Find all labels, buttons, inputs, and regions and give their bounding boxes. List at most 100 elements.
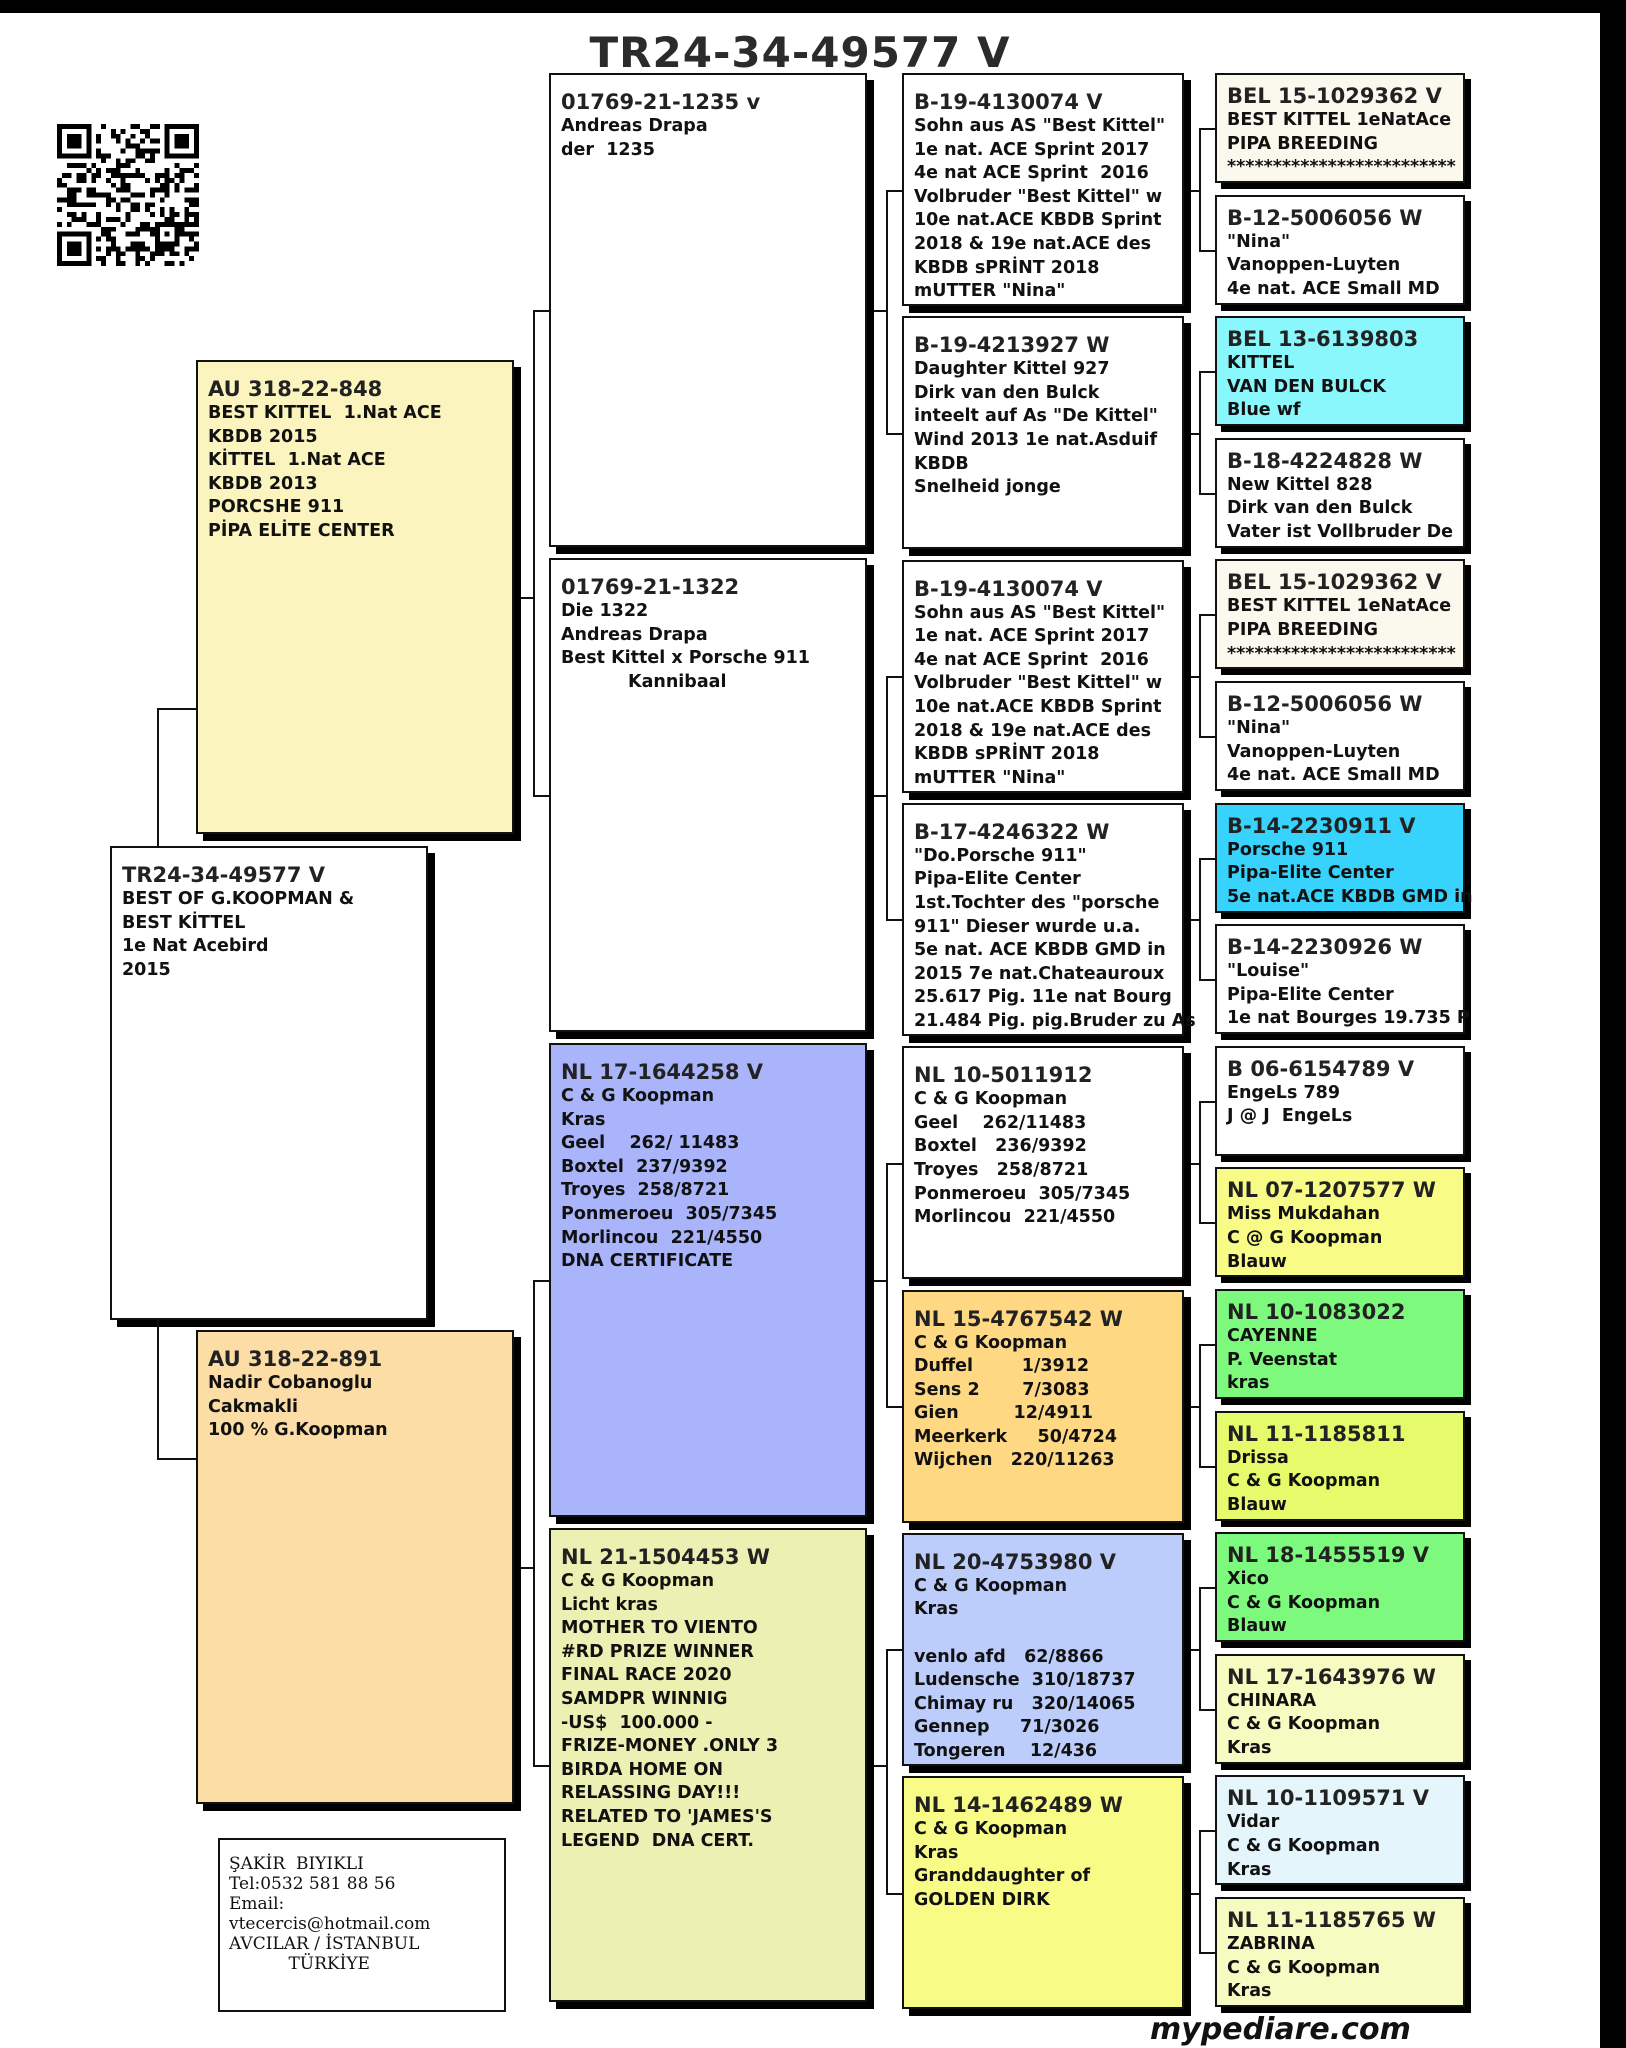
ring-number: BEL 15-1029362 V [1227, 84, 1442, 108]
connector-line [521, 1567, 533, 1569]
connector-line [1199, 1344, 1215, 1346]
pigeon-info-line: Morlincou 221/4550 [561, 1227, 763, 1248]
connector-line [1199, 371, 1201, 495]
pigeon-info-line: KİTTEL 1.Nat ACE [208, 450, 386, 471]
pigeon-info-line: Sohn aus AS "Best Kittel" [914, 116, 1166, 136]
pigeon-info-line: Porsche 911 [1227, 839, 1349, 860]
ring-number: NL 10-1083022 [1227, 1300, 1406, 1324]
pigeon-info-line: CAYENNE [1227, 1326, 1318, 1346]
pigeon-info-line: J @ J EngeLs [1227, 1106, 1353, 1127]
pigeon-info-line: BIRDA HOME ON [561, 1759, 723, 1780]
connector-line [1199, 1708, 1215, 1711]
pigeon-info-line: KBDB 2015 [208, 426, 318, 447]
pigeon-info-line: "Louise" [1227, 961, 1310, 982]
connector-line [533, 1765, 549, 1767]
pigeon-info-line: C & G Koopman [1227, 1471, 1381, 1492]
contact-card: ŞAKİR BIYIKLI Tel:0532 581 88 56 Email: … [218, 1838, 506, 2012]
page-title: TR24-34-49577 V [589, 28, 1011, 77]
connector-line [1199, 1100, 1201, 1225]
connector-line [886, 189, 888, 435]
connector-line [1199, 1100, 1215, 1103]
pigeon-info-line: PİPA ELİTE CENTER [208, 520, 395, 541]
pigeon-info-line: BEST KITTEL 1eNatAce [1227, 596, 1452, 617]
pigeon-info-line: KBDB sPRİNT 2018 [914, 744, 1100, 765]
pigeon-info-line [914, 1622, 1172, 1646]
pigeon-info-line: Kras [914, 1842, 959, 1863]
pigeon-info-line: BEST KITTEL 1.Nat ACE [208, 403, 442, 423]
pigeon-info-line: 21.484 Pig. pig.Bruder zu As [914, 1011, 1196, 1032]
pigeon-info-line: #RD PRIZE WINNER [561, 1641, 754, 1662]
pigeon-info-line: Kras [914, 1599, 959, 1620]
pigeon-info-line: Best Kittel x Porsche 911 [561, 648, 810, 669]
ring-number: B-19-4130074 V [914, 90, 1103, 114]
connector-line [1191, 1406, 1199, 1408]
pigeon-info-line: Pipa-Elite Center [914, 869, 1081, 890]
pigeon-info-line: Tongeren 12/436 [914, 1740, 1098, 1761]
connector-line [1199, 1587, 1201, 1711]
connector-line [874, 310, 886, 312]
pigeon-info-line: "Nina" [1227, 231, 1291, 252]
pigeon-info-line: venlo afd 62/8866 [914, 1646, 1104, 1667]
pigeon-info-line: KITTEL [1227, 353, 1295, 374]
pigeon-info-line: Vanoppen-Luyten [1227, 255, 1401, 276]
connector-line [1199, 1952, 1215, 1954]
ring-number: B 06-6154789 V [1227, 1056, 1415, 1081]
pigeon-info-line: Vidar [1227, 1812, 1280, 1833]
contact-email[interactable]: vtecercis@hotmail.com [229, 1914, 431, 1934]
pigeon-info-line: RELASSING DAY!!! [561, 1783, 741, 1804]
pigeon-info-line: Troyes 258/8721 [914, 1159, 1089, 1180]
connector-line [1199, 857, 1201, 982]
connector-line [1199, 614, 1215, 617]
connector-line [886, 676, 902, 679]
pigeon-info-line: PORCSHE 911 [208, 497, 345, 518]
connector-line [886, 1162, 888, 1408]
pigeon-info-line: Drissa [1227, 1447, 1289, 1468]
pigeon-info-line: 911" Dieser wurde u.a. [914, 916, 1141, 937]
contact-phone: Tel:0532 581 88 56 [229, 1874, 396, 1894]
pigeon-info-line: Kras [561, 1109, 606, 1130]
connector-line [157, 708, 159, 846]
pigeon-info-line: Granddaughter of [914, 1866, 1091, 1887]
pigeon-info-line: Troyes 258/8721 [561, 1180, 730, 1201]
pigeon-info-line: KBDB sPRİNT 2018 [914, 257, 1100, 278]
pigeon-info-line: 10e nat.ACE KBDB Sprint [914, 696, 1162, 717]
connector-line [874, 1765, 886, 1767]
ring-number: AU 318-22-891 [208, 1347, 383, 1371]
pigeon-info-line: Geel 262/ 11483 [561, 1133, 740, 1154]
pigeon-info-line: Dirk van den Bulck [1227, 498, 1413, 519]
ring-number: TR24-34-49577 V [122, 863, 325, 887]
pigeon-info-line: Pipa-Elite Center [1227, 984, 1394, 1005]
pigeon-info-line: C & G Koopman [561, 1086, 715, 1106]
ring-number: NL 15-4767542 W [914, 1306, 1123, 1331]
ring-number: AU 318-22-848 [208, 377, 383, 401]
pigeon-info-line: PIPA BREEDING [1227, 133, 1378, 154]
pigeon-info-line: Meerkerk 50/4724 [914, 1426, 1118, 1447]
footer-site[interactable]: mypediare.com [1150, 2012, 1411, 2047]
ring-number: BEL 15-1029362 V [1227, 570, 1442, 595]
connector-line [1199, 857, 1215, 860]
connector-line [533, 795, 549, 797]
pigeon-info-line: Xico [1227, 1569, 1269, 1590]
connector-line [521, 597, 533, 599]
pigeon-info-line: kras [1227, 1373, 1270, 1394]
pigeon-info-line: Nadir Cobanoglu [208, 1373, 373, 1393]
connector-line [886, 189, 902, 192]
pigeon-info-line: Cakmakli [208, 1396, 298, 1417]
pigeon-info-line: Licht kras [561, 1594, 658, 1615]
pigeon-info-line: Blauw [1227, 1494, 1287, 1515]
connector-line [1199, 492, 1215, 495]
pigeon-info-line: 5e nat. ACE KBDB GMD in [914, 940, 1166, 961]
connector-line [1199, 979, 1215, 982]
pigeon-info-line: C @ G Koopman [1227, 1227, 1383, 1248]
pigeon-info-line: Blauw [1227, 1616, 1287, 1637]
ring-number: B-19-4213927 W [914, 333, 1110, 358]
connector-line [886, 1406, 902, 1408]
pigeon-info-line: C & G Koopman [1227, 1957, 1381, 1978]
